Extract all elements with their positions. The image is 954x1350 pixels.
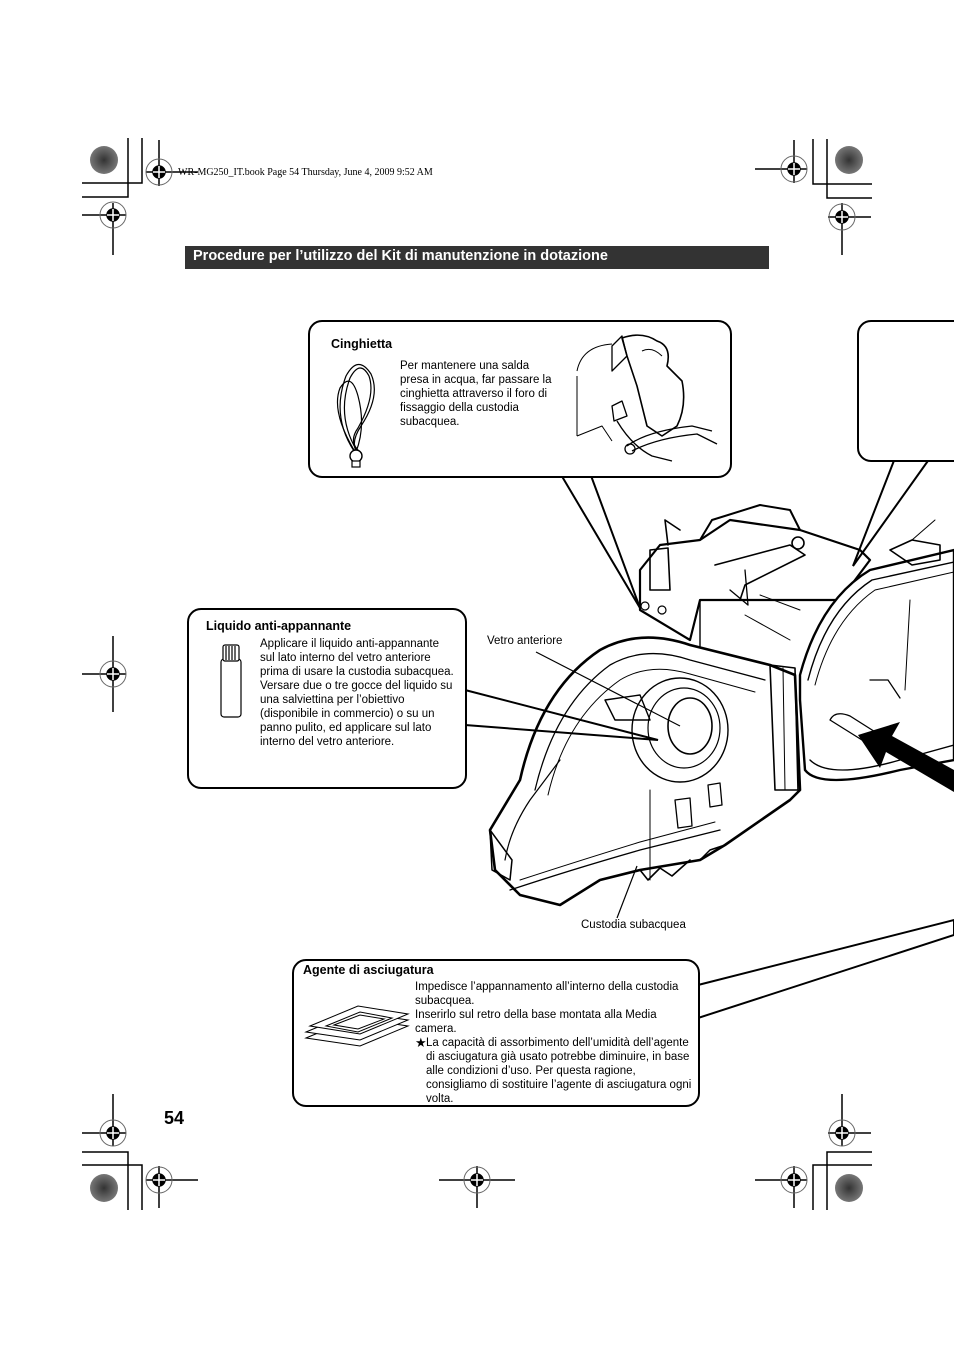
callout-strap-text: Per mantenere una salda presa in acqua, … (400, 360, 552, 428)
desiccant-note-text: La capacità di assorbimento dell’umidità… (426, 1037, 692, 1105)
right-callout-tail (852, 457, 931, 567)
reg-mark-bottom-left (82, 1094, 198, 1208)
callout-antifog: Liquido anti-appannante Applicare il liq… (187, 608, 467, 789)
callout-pointers (464, 457, 954, 1019)
label-housing: Custodia subacquea (581, 919, 686, 931)
label-leaders (535, 651, 681, 919)
callout-desiccant: Agente di asciugatura Impedisce l’appann… (292, 959, 700, 1107)
hand-holding-housing-illustration (576, 334, 718, 462)
callout-strap-title: Cinghietta (331, 337, 393, 351)
housing-rear-door (798, 548, 954, 782)
antifog-paragraph: Versare due o tre gocce del liquido su u… (260, 680, 453, 748)
callout-antifog-text: Applicare il liquido anti-appannante sul… (260, 637, 455, 749)
reg-mark-top-right (755, 140, 871, 255)
crop-mark-top-left (82, 138, 143, 198)
housing-leader (616, 865, 638, 919)
section-title: Procedure per l’utilizzo del Kit di manu… (193, 248, 608, 264)
crop-mark-top-right (812, 139, 872, 199)
starburst-disc-icon (90, 146, 118, 174)
star-note-icon: ★ (415, 1035, 427, 1050)
insert-arrow-icon (858, 722, 954, 792)
antifog-paragraph: Applicare il liquido anti-appannante sul… (260, 638, 454, 678)
desiccant-callout-tail (697, 918, 954, 1019)
desiccant-note: ★ La capacità di assorbimento dell’umidi… (415, 1036, 693, 1106)
strap-icon (336, 363, 375, 468)
strap-callout-tail (559, 472, 641, 609)
desiccant-paragraph: Impedisce l’appannamento all’interno del… (415, 981, 679, 1007)
desiccant-paragraph: Inserirlo sul retro della base montata a… (415, 1009, 657, 1035)
antifog-bottle-icon (220, 644, 242, 718)
antifog-callout-tail (464, 689, 659, 741)
section-heading-bar: Procedure per l’utilizzo del Kit di manu… (185, 246, 769, 269)
label-front-glass: Vetro anteriore (487, 635, 563, 647)
reg-mark-bottom-center (439, 1166, 515, 1208)
crop-mark-bottom-right (812, 1151, 872, 1210)
desiccant-packet-icon (304, 1005, 410, 1047)
reg-mark-top-left (82, 140, 198, 255)
page-number: 54 (164, 1108, 185, 1128)
front-glass-ring-outer (631, 677, 729, 783)
callout-desiccant-text: Impedisce l’appannamento all’interno del… (415, 980, 693, 1106)
starburst-disc-icon (835, 1174, 863, 1202)
crop-mark-bottom-left (82, 1151, 143, 1210)
starburst-disc-icon (90, 1174, 118, 1202)
front-glass-leader (535, 651, 681, 727)
callout-antifog-title: Liquido anti-appannante (206, 619, 352, 633)
housing-front (488, 636, 802, 907)
reg-mark-middle-left (82, 636, 127, 712)
callout-strap: Cinghietta Per mantenere una salda presa… (308, 320, 732, 478)
starburst-disc-icon (835, 146, 863, 174)
print-header: WR-MG250_IT.book Page 54 Thursday, June … (178, 167, 433, 178)
callout-right-cropped (857, 320, 954, 462)
front-glass (667, 697, 713, 755)
reg-mark-bottom-right (755, 1094, 871, 1208)
callout-desiccant-title: Agente di asciugatura (303, 963, 434, 977)
